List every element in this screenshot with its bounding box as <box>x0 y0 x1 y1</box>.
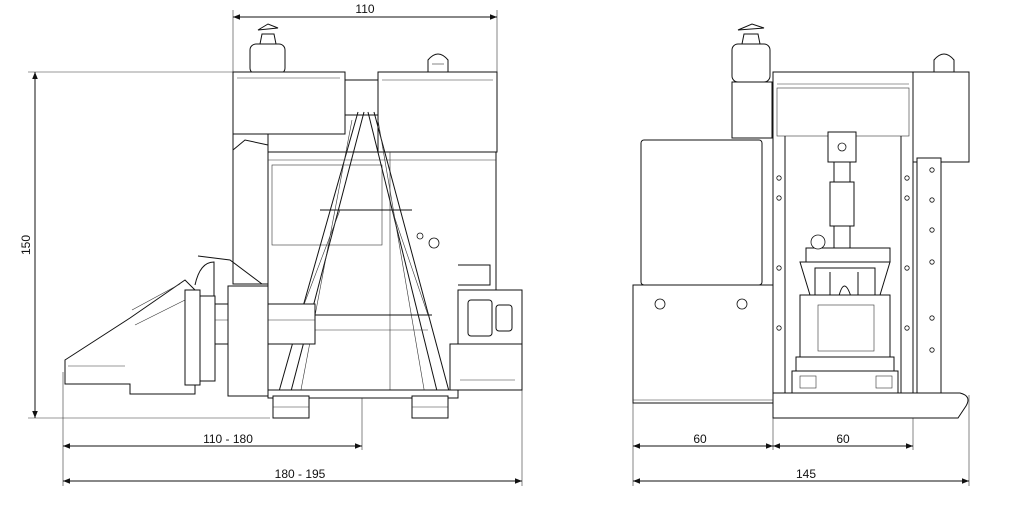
upper-cabinet-left <box>232 71 346 135</box>
press-column <box>805 131 891 263</box>
side-view <box>28 10 523 486</box>
base-rail <box>267 389 459 399</box>
fire-extinguisher-left <box>249 23 286 75</box>
beacon-lamp <box>427 53 449 73</box>
dim-label-partial-width: 110 - 180 <box>203 432 253 446</box>
a-frame-structure <box>277 111 451 396</box>
base-skid <box>772 392 969 419</box>
dim-label-height: 150 <box>19 235 33 255</box>
frame-holes <box>776 167 935 353</box>
dim-label-right-total: 145 <box>796 467 816 481</box>
press-head <box>791 261 899 394</box>
dim-label-total-width: 180 - 195 <box>275 467 326 481</box>
side-cabinet <box>640 139 763 286</box>
front-view <box>632 23 970 486</box>
beacon-lamp-front <box>933 53 955 73</box>
lower-cabinet <box>632 284 774 404</box>
feed-hopper <box>64 255 263 395</box>
upper-cabinet-right <box>377 71 498 153</box>
dim-label-top-width: 110 <box>355 2 374 16</box>
motor-unit <box>449 264 523 391</box>
dim-label-right-left: 60 <box>693 432 707 446</box>
fire-extinguisher-front <box>731 23 773 139</box>
dim-label-right-right: 60 <box>836 432 850 446</box>
